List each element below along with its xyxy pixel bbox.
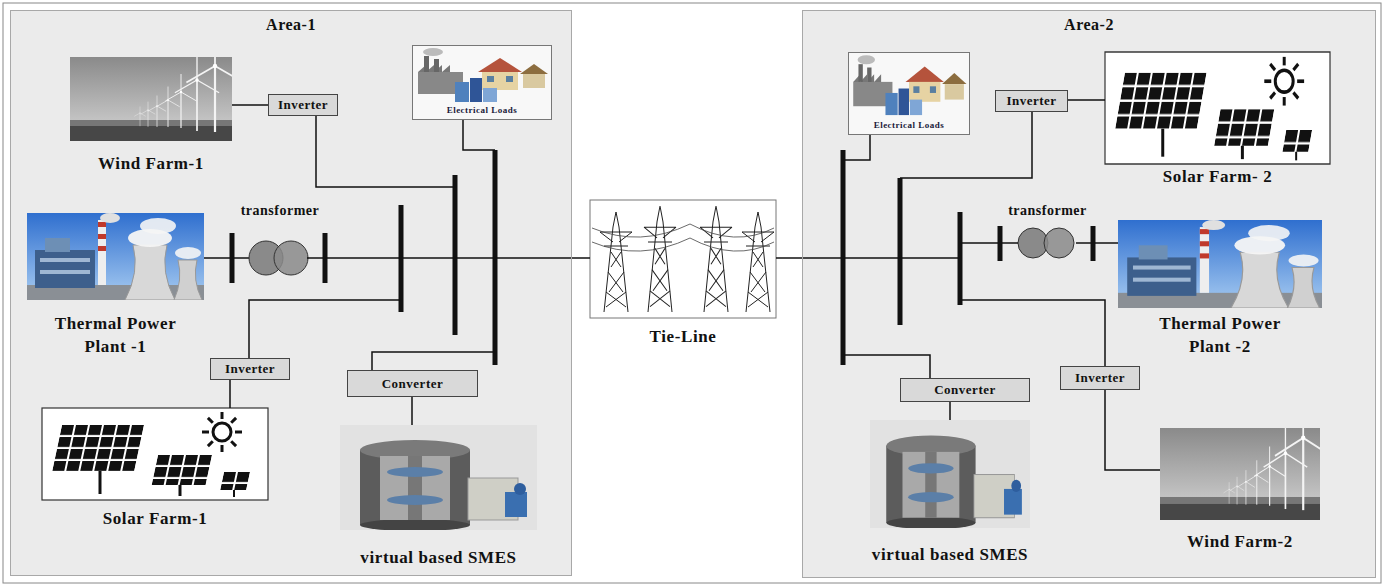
wire	[776, 257, 960, 259]
node-label: virtual based SMES	[872, 543, 1028, 566]
tie-line-picture	[592, 224, 774, 237]
tie-line-picture	[700, 206, 732, 312]
smes-unit: virtual based SMES	[860, 420, 1040, 566]
transformer-symbol	[225, 233, 325, 283]
thermal-plant-picture	[1118, 220, 1322, 308]
thermal-plant: Thermal Power Plant -2	[1118, 220, 1322, 358]
transformer-symbol	[274, 241, 308, 275]
connector-wire	[229, 380, 231, 408]
node-label: Inverter	[225, 361, 275, 377]
node-label: Solar Farm- 2	[1163, 165, 1272, 188]
wire	[843, 135, 870, 160]
transformer-symbol	[1044, 228, 1074, 258]
smes-unit: virtual based SMES	[340, 425, 537, 569]
wind-farm: Wind Farm-1	[70, 57, 232, 175]
inverter-box: Inverter	[1060, 366, 1140, 390]
area-ground	[10, 10, 572, 576]
solar-farm: Solar Farm-1	[42, 408, 268, 530]
loads-box: Electrical Loads	[848, 52, 970, 135]
inverter-box: Inverter	[995, 90, 1068, 112]
solar-farm: Solar Farm- 2	[1105, 52, 1330, 188]
wire	[249, 300, 401, 358]
thermal-plant-picture	[27, 213, 204, 300]
connector-wire	[949, 402, 951, 420]
wire	[372, 352, 495, 370]
transformer-symbol	[232, 257, 250, 259]
connector-wire	[204, 257, 225, 259]
tie-line-picture	[590, 200, 776, 318]
smes-picture	[340, 425, 537, 531]
wind-farm-picture	[1160, 402, 1331, 520]
node-label: Thermal Power Plant -1	[41, 312, 191, 358]
node-label: Wind Farm-2	[1187, 530, 1293, 553]
node-label: virtual based SMES	[360, 546, 516, 569]
converter-box: Converter	[347, 370, 478, 397]
transformer-symbol	[307, 257, 325, 259]
wire	[316, 116, 455, 187]
area-heading: Area-2	[1064, 15, 1114, 34]
thermal-plant: Thermal Power Plant -1	[27, 213, 204, 358]
bus-bar	[453, 175, 458, 335]
transformer: transformer	[995, 203, 1100, 263]
connector-wire	[1068, 99, 1105, 101]
wire	[325, 257, 590, 259]
wind-farm-picture	[70, 33, 244, 141]
wind-farm: Wind Farm-2	[1160, 428, 1320, 553]
tie-line: Tie-Line	[590, 200, 776, 348]
area-panel: Area-1Wind Farm-1InverterElectrical Load…	[10, 10, 572, 576]
transformer: transformer	[225, 203, 335, 285]
tie-line-picture	[592, 238, 774, 251]
area-heading: Area-1	[266, 15, 316, 34]
node-label: Converter	[382, 376, 444, 392]
wire	[463, 120, 495, 150]
wire	[960, 300, 1105, 366]
node-label: Tie-Line	[650, 325, 717, 348]
wire	[249, 112, 1105, 378]
node-label: Electrical Loads	[874, 120, 945, 131]
connector-wire	[411, 397, 413, 425]
area-panel: Area-2Electrical LoadsInverterSolar Farm…	[802, 10, 1376, 578]
node-label: Wind Farm-1	[98, 152, 204, 175]
loads-picture	[848, 52, 970, 135]
tie-line-picture	[742, 212, 774, 312]
connector-wire	[232, 104, 268, 106]
solar-farm-picture	[1105, 52, 1330, 164]
inverter-box: Inverter	[210, 358, 290, 380]
loads-picture	[412, 45, 552, 120]
converter-box: Converter	[900, 378, 1030, 402]
connector-wire	[1100, 242, 1118, 244]
node-label: transformer	[1008, 203, 1087, 220]
loads-box: Electrical Loads	[412, 45, 552, 120]
tie-line-picture	[600, 212, 632, 312]
outer-frame	[3, 3, 1381, 583]
bus-bar	[898, 178, 903, 325]
node-label: transformer	[241, 203, 320, 220]
wire	[843, 355, 930, 378]
tie-line-picture	[590, 200, 776, 318]
node-label: Thermal Power Plant -2	[1145, 312, 1295, 358]
node-label: Converter	[934, 382, 996, 398]
wire	[960, 242, 1000, 244]
transformer-symbol	[1000, 242, 1018, 244]
tie-line-picture	[644, 206, 676, 312]
connector-wire	[1105, 390, 1160, 470]
solar-farm-picture	[42, 408, 268, 500]
area-ground	[802, 10, 1376, 578]
node-label: Electrical Loads	[447, 105, 518, 116]
node-label: Inverter	[1075, 370, 1125, 386]
node-label: Inverter	[278, 97, 328, 113]
node-label: Inverter	[1006, 93, 1056, 109]
transformer-symbol	[1000, 226, 1100, 261]
transformer-symbol	[1076, 242, 1093, 244]
inverter-box: Inverter	[268, 94, 338, 116]
node-label: Solar Farm-1	[103, 507, 208, 530]
smes-picture	[870, 420, 1030, 529]
